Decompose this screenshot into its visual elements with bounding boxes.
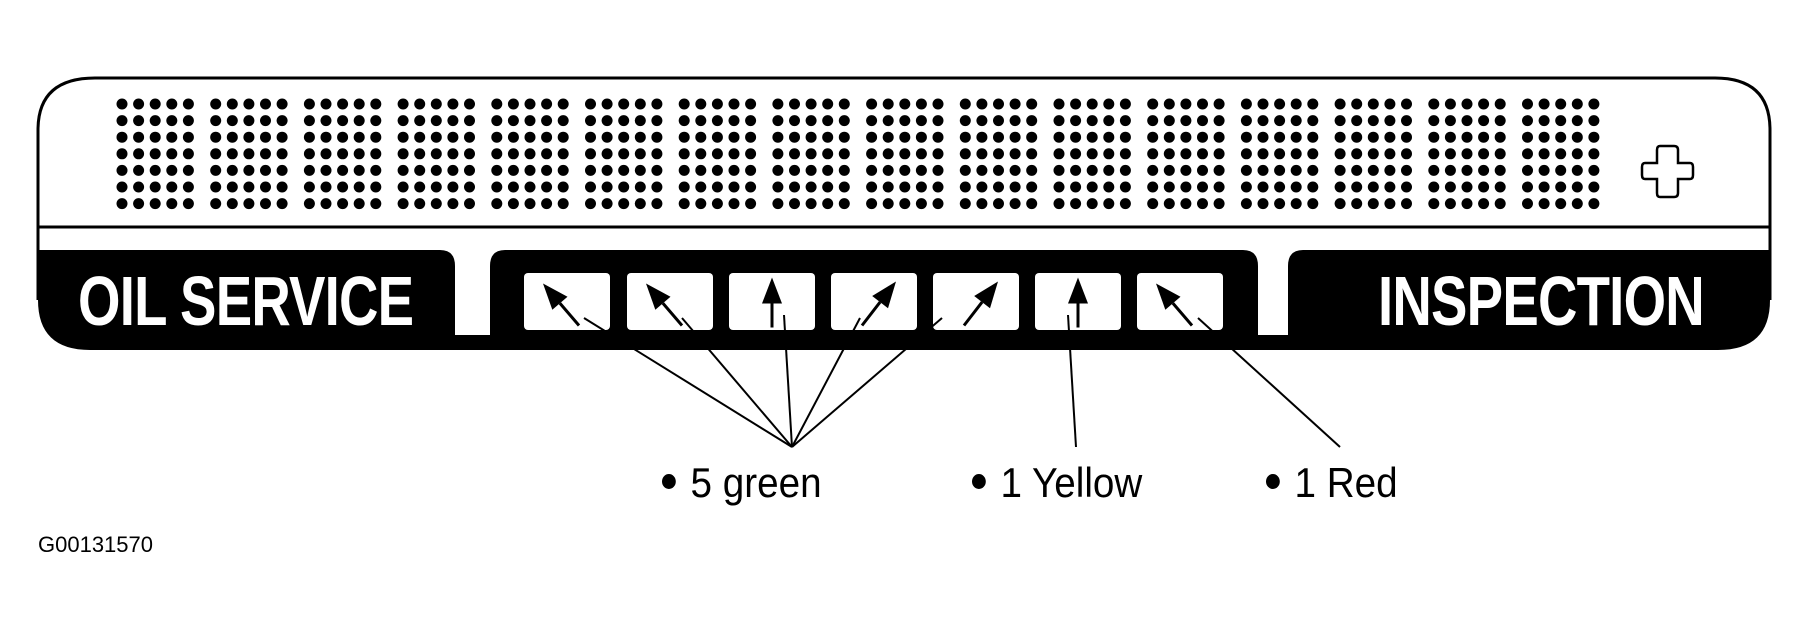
arrow-up-right-icon — [974, 281, 998, 309]
arrow-up-left-icon — [1156, 283, 1181, 310]
dot-matrix-character — [1522, 98, 1600, 210]
dot-matrix-character — [491, 98, 569, 210]
oil-service-panel — [38, 250, 455, 350]
indicator-lamp-red — [1137, 273, 1223, 330]
dot-matrix-character — [585, 98, 663, 210]
dot-matrix-character — [1334, 98, 1412, 210]
arrow-up-right-icon — [872, 281, 896, 309]
dot-matrix-character — [303, 98, 382, 210]
dot-matrix-character — [1053, 98, 1131, 210]
arrow-up-icon — [762, 277, 782, 304]
indicator-lamp-green — [831, 273, 917, 330]
arrow-up-left-icon — [646, 283, 671, 310]
plus-outline-icon — [1640, 144, 1695, 199]
indicator-lamp-green — [729, 273, 815, 330]
indicator-lamp-green — [524, 273, 610, 330]
inspection-label: INSPECTION — [1378, 262, 1705, 340]
arrow-up-icon — [1068, 277, 1088, 304]
legend-green: 5 green — [662, 462, 822, 504]
arrow-up-left-icon — [543, 283, 568, 310]
dot-matrix-character — [1428, 98, 1506, 210]
connector-left — [455, 335, 490, 350]
indicator-boxes — [524, 273, 1223, 330]
legend-red: 1 Red — [1266, 462, 1398, 504]
dot-matrix-character — [678, 98, 757, 210]
indicator-lamp-green — [933, 273, 1019, 330]
bullet-icon — [662, 474, 676, 490]
dot-matrix-display — [116, 98, 1600, 210]
dot-matrix-character — [1147, 98, 1225, 210]
dot-matrix-character — [397, 98, 475, 210]
figure-code: G00131570 — [38, 532, 153, 557]
bullet-icon — [1266, 474, 1280, 490]
dot-matrix-character — [866, 98, 944, 210]
dot-matrix-character — [1240, 98, 1319, 210]
bullet-icon — [972, 474, 986, 490]
dot-matrix-character — [772, 98, 850, 210]
indicator-lamp-green — [627, 273, 713, 330]
oil-service-label: OIL SERVICE — [78, 262, 414, 340]
legend-yellow: 1 Yellow — [972, 462, 1142, 504]
indicator-lamp-yellow — [1035, 273, 1121, 330]
leader-lines — [583, 314, 1341, 448]
dot-matrix-character — [959, 98, 1038, 210]
dot-matrix-character — [116, 98, 194, 210]
dot-matrix-character — [210, 98, 288, 210]
inspection-panel — [1288, 250, 1770, 350]
connector-right — [1258, 335, 1288, 350]
